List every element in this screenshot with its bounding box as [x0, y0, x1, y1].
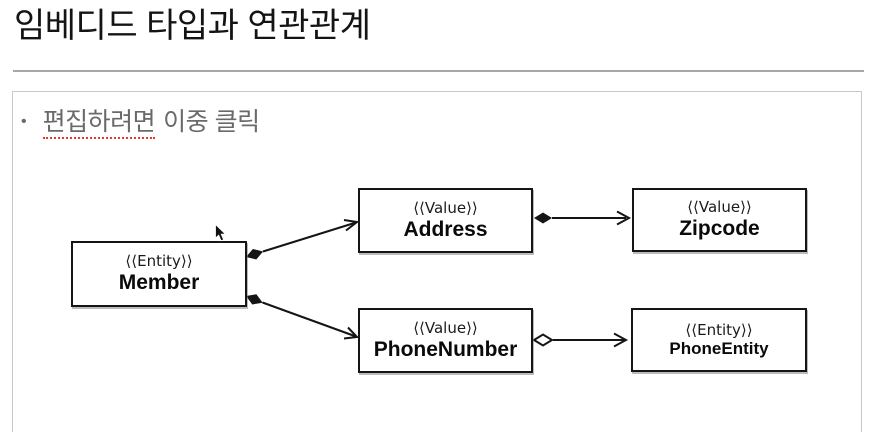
node-name: PhoneEntity	[669, 338, 769, 358]
uml-node-phoneentity[interactable]: ⟨⟨Entity⟩⟩ PhoneEntity	[631, 308, 807, 372]
node-name: Member	[118, 271, 200, 295]
uml-node-phonenumber[interactable]: ⟨⟨Value⟩⟩ PhoneNumber	[358, 308, 533, 373]
slide-title[interactable]: 임베디드 타입과 연관관계	[14, 7, 371, 45]
node-name: PhoneNumber	[373, 337, 518, 361]
bullet-text-rest: 이중 클릭	[163, 108, 260, 136]
title-divider	[13, 70, 864, 72]
node-stereotype: ⟨⟨Value⟩⟩	[413, 198, 478, 217]
spellcheck-underlined-text: 편집하려면	[42, 108, 156, 139]
uml-node-member[interactable]: ⟨⟨Entity⟩⟩ Member	[71, 241, 247, 307]
node-stereotype: ⟨⟨Value⟩⟩	[687, 198, 752, 217]
node-name: Address	[403, 217, 488, 241]
node-stereotype: ⟨⟨Entity⟩⟩	[125, 252, 193, 271]
node-stereotype: ⟨⟨Entity⟩⟩	[685, 320, 753, 339]
node-name: Zipcode	[679, 217, 760, 241]
bullet-marker: •	[21, 113, 27, 130]
node-stereotype: ⟨⟨Value⟩⟩	[413, 318, 478, 337]
uml-node-address[interactable]: ⟨⟨Value⟩⟩ Address	[358, 188, 533, 253]
uml-node-zipcode[interactable]: ⟨⟨Value⟩⟩ Zipcode	[632, 188, 807, 252]
